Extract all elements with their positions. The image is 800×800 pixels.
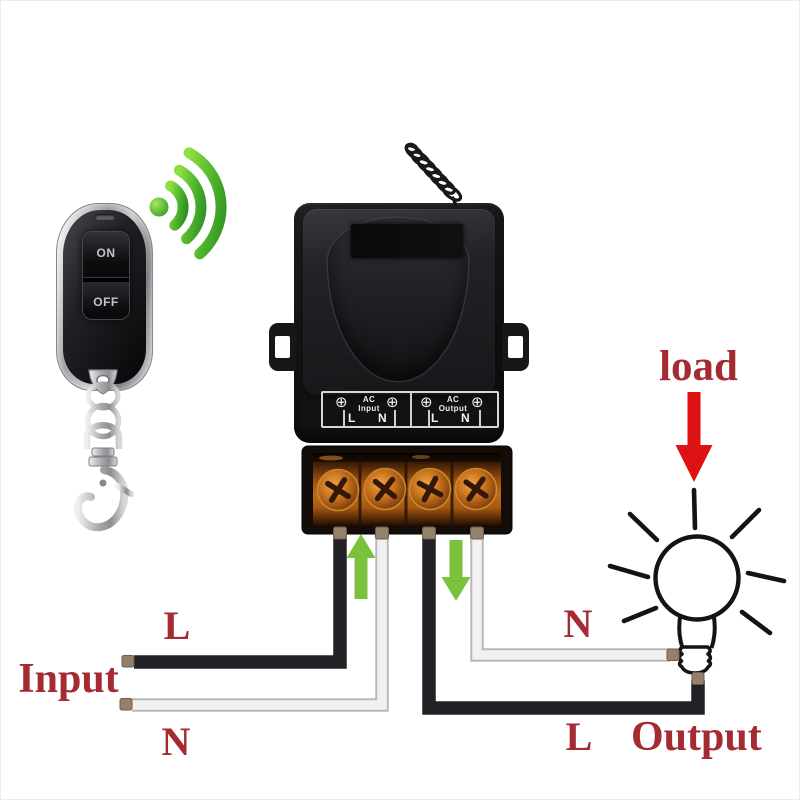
output-neutral-wire bbox=[470, 538, 670, 662]
output-line-label: L bbox=[565, 714, 593, 759]
ac-output-label: AC Output bbox=[438, 395, 468, 413]
output-live-wire bbox=[422, 538, 705, 715]
output-l-pin-label: L bbox=[431, 411, 439, 425]
input-label: Input bbox=[18, 656, 119, 702]
output-neutral-label: N bbox=[563, 601, 593, 646]
antenna-icon bbox=[404, 142, 463, 208]
load-label: load bbox=[659, 343, 738, 390]
input-direction-arrow bbox=[346, 534, 376, 599]
light-bulb bbox=[607, 487, 787, 675]
mounting-tab-right bbox=[502, 323, 529, 371]
mounting-tab-left bbox=[269, 323, 296, 371]
terminal-block bbox=[301, 445, 513, 535]
keychain-icon bbox=[73, 369, 134, 532]
terminal-screw bbox=[454, 467, 498, 511]
remote-button-panel: ON OFF bbox=[82, 231, 130, 320]
terminal-tick bbox=[428, 410, 430, 426]
ac-input-label: AC Input bbox=[358, 395, 380, 413]
output-n-pin-label: N bbox=[461, 411, 470, 425]
swivel-d-ring bbox=[83, 422, 123, 449]
output-label: Output bbox=[631, 714, 762, 760]
screw-symbol: ⊕ bbox=[471, 393, 484, 411]
on-label: ON bbox=[96, 245, 116, 260]
bulb-glass bbox=[653, 534, 741, 622]
input-neutral-wire bbox=[132, 538, 389, 712]
remote-control: ON OFF bbox=[56, 203, 153, 391]
terminal-screw bbox=[363, 467, 407, 511]
input-neutral-label: N bbox=[161, 719, 191, 764]
output-direction-arrow bbox=[441, 540, 471, 601]
terminal-tick bbox=[479, 410, 481, 426]
bulb-rays bbox=[607, 487, 787, 636]
remote-on-button: ON bbox=[83, 232, 129, 273]
terminal-screw bbox=[408, 467, 452, 511]
terminal-label-panel: ⊕ AC Input ⊕ ⊕ AC Output ⊕ L N L N bbox=[321, 391, 499, 428]
clasp-pivot bbox=[99, 479, 107, 487]
panel-divider bbox=[410, 393, 412, 426]
input-l-pin-label: L bbox=[348, 411, 356, 425]
load-arrow bbox=[675, 392, 713, 482]
terminal-screw bbox=[316, 468, 360, 512]
terminal-tick bbox=[343, 410, 345, 426]
remote-off-button: OFF bbox=[83, 281, 129, 319]
wire-ferrule bbox=[119, 526, 705, 711]
screw-symbol: ⊕ bbox=[335, 393, 348, 411]
signal-waves-icon bbox=[149, 147, 227, 260]
relay-module bbox=[269, 203, 529, 443]
clasp-trigger bbox=[115, 483, 134, 497]
swivel-collar bbox=[91, 447, 115, 457]
input-line-label: L bbox=[163, 603, 191, 648]
screw-symbol: ⊕ bbox=[386, 393, 399, 411]
relay-label-sticker bbox=[351, 224, 463, 258]
remote-led bbox=[94, 214, 115, 220]
input-live-wire bbox=[134, 538, 347, 669]
key-ring bbox=[84, 402, 122, 440]
screw-symbol: ⊕ bbox=[420, 393, 433, 411]
terminal-tick bbox=[394, 410, 396, 426]
input-n-pin-label: N bbox=[378, 411, 387, 425]
bulb-screw-base bbox=[677, 645, 713, 675]
button-divider bbox=[83, 276, 129, 282]
swivel-collar bbox=[88, 456, 118, 467]
off-label: OFF bbox=[93, 295, 119, 309]
